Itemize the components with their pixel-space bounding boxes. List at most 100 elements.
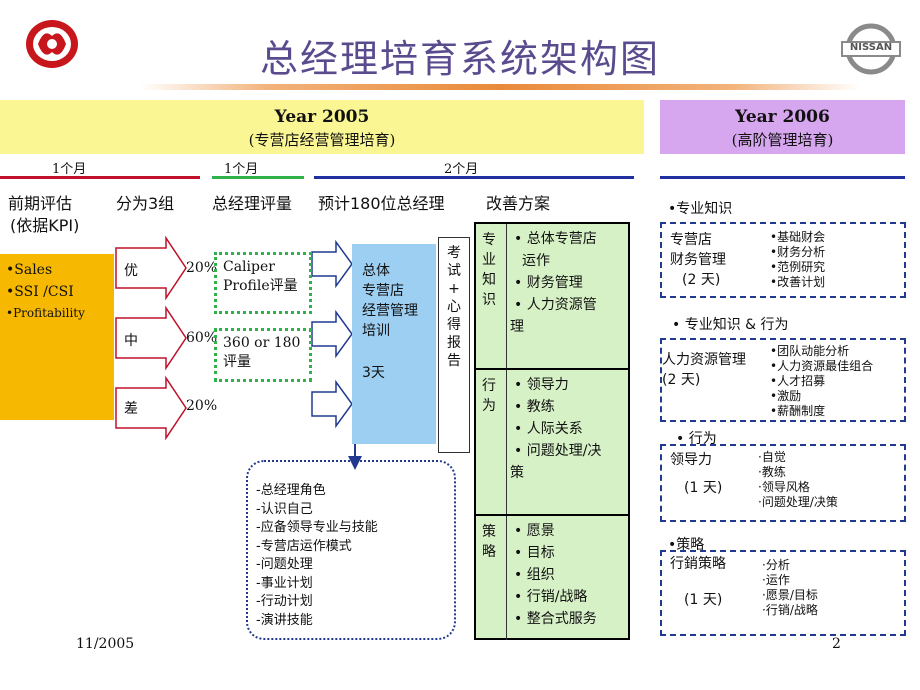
improve-knowledge-item-2: 运作 [522, 253, 550, 269]
improve-knowledge-label-3: 知 [482, 272, 496, 288]
improve-behavior-label-2: 为 [482, 398, 496, 414]
eval-360-line-1: 360 or 180 [223, 335, 301, 351]
training-line-2: 专营店 [362, 283, 404, 299]
improve-strategy-label-1: 策 [482, 524, 496, 540]
r2-item-4: •激励 [770, 389, 802, 403]
r3-item-1: ·自觉 [758, 450, 786, 464]
r1-box: 专营店 财务管理 (2 天) •基础财会 •财务分析 •范例研究 •改善计划 [660, 222, 906, 298]
r4-title: •策略 [668, 537, 705, 553]
improve-behavior-item-2: • 教练 [514, 399, 555, 415]
r3-line-1: 领导力 [670, 452, 712, 468]
kpi-sales: •Sales [6, 262, 53, 278]
training-days: 3天 [362, 365, 385, 381]
group-good-pct: 20% [186, 260, 218, 276]
year-2006-title: Year 2006 [735, 107, 830, 127]
r1-line-1: 专营店 [670, 232, 712, 248]
improve-knowledge-item-4: • 人力资源管 [514, 297, 597, 313]
improvement-box: 专 业 知 识 • 总体专营店 运作 • 财务管理 • 人力资源管 理 行 为 … [474, 222, 630, 640]
r3-item-2: ·教练 [758, 465, 786, 479]
timeline-bar-3 [314, 176, 634, 179]
r1-item-4: •改善计划 [770, 275, 826, 289]
role-item-4: -专营店运作模式 [256, 538, 352, 554]
r4-days: (1 天) [684, 592, 723, 608]
caliper-line-2: Profile评量 [223, 278, 298, 294]
eval-360-line-2: 评量 [223, 354, 251, 370]
dongfeng-logo [24, 18, 80, 70]
exam-char-6: 报 [447, 335, 461, 351]
group-poor-pct: 20% [186, 398, 218, 414]
timeline-bar-1 [0, 176, 200, 179]
exam-char-3: + [448, 281, 460, 297]
r2-title: • 专业知识 & 行为 [672, 317, 789, 333]
r2-item-5: •薪酬制度 [770, 404, 826, 418]
year-2006-banner: Year 2006 (高阶管理培育) [660, 100, 905, 154]
role-item-2: -认识自己 [256, 501, 313, 517]
r1-item-1: •基础财会 [770, 230, 826, 244]
caliper-box: Caliper Profile评量 [214, 252, 312, 314]
role-item-7: -行动计划 [256, 594, 313, 609]
year-2005-subtitle: (专营店经营管理培育) [248, 131, 396, 149]
column-assessment: 前期评估 [8, 194, 73, 213]
year-2005-banner: Year 2005 (专营店经营管理培育) [0, 100, 644, 154]
r1-title: •专业知识 [668, 201, 733, 217]
role-item-6: -事业计划 [256, 575, 313, 591]
r2-line-1: 人力资源管理 [662, 352, 746, 368]
column-evaluation: 总经理评量 [212, 194, 293, 213]
caliper-line-1: Caliper [223, 259, 275, 275]
improve-strategy-item-2: • 目标 [514, 545, 555, 561]
exam-char-1: 考 [447, 245, 461, 261]
improve-knowledge-item-3: • 财务管理 [514, 275, 583, 291]
r3-title: • 行为 [676, 431, 717, 447]
improve-knowledge-section: 专 业 知 识 • 总体专营店 运作 • 财务管理 • 人力资源管 理 [476, 224, 628, 368]
r1-item-3: •范例研究 [770, 260, 826, 274]
column-managers: 预计180位总经理 [318, 194, 445, 213]
training-line-3: 经营管理 [362, 303, 418, 319]
nissan-logo: NISSAN [840, 22, 902, 76]
improve-strategy-item-5: • 整合式服务 [514, 611, 597, 627]
exam-char-5: 得 [447, 317, 461, 333]
role-item-5: -问题处理 [256, 557, 313, 572]
column-improvement: 改善方案 [486, 194, 551, 213]
r4-line-1: 行銷策略 [670, 556, 726, 572]
footer-date: 11/2005 [76, 636, 135, 652]
page-title: 总经理培育系统架构图 [259, 37, 660, 81]
improve-behavior-item-3: • 人际关系 [514, 421, 583, 437]
kpi-box: •Sales •SSI /CSI •Profitability [0, 254, 114, 420]
r4-item-1: ·分析 [762, 558, 790, 572]
r3-box: 领导力 (1 天) ·自觉 ·教练 ·领导风格 ·问题处理/决策 [660, 444, 906, 522]
role-item-1: -总经理角色 [256, 483, 326, 498]
r1-line-2: 财务管理 [670, 252, 726, 268]
r1-item-2: •财务分析 [770, 245, 826, 259]
improve-behavior-item-5: 策 [510, 465, 524, 481]
r3-item-4: ·问题处理/决策 [758, 495, 838, 509]
role-box: -总经理角色 -认识自己 -应备领导专业与技能 -专营店运作模式 -问题处理 -… [246, 460, 456, 640]
nissan-logo-text: NISSAN [849, 42, 893, 53]
improve-behavior-section: 行 为 • 领导力 • 教练 • 人际关系 • 问题处理/决 策 [476, 368, 628, 516]
eval-360-box: 360 or 180 评量 [214, 328, 312, 382]
month-label-3: 2个月 [444, 162, 479, 177]
timeline-bar-2 [212, 176, 304, 179]
improve-strategy-item-4: • 行销/战略 [514, 589, 588, 605]
exam-char-7: 告 [447, 353, 461, 369]
month-label-1: 1个月 [52, 162, 87, 177]
improve-knowledge-label-1: 专 [482, 232, 496, 248]
page-number: 2 [832, 636, 841, 652]
r4-item-2: ·运作 [762, 573, 790, 587]
r2-box: 人力资源管理 (2 天) •团队动能分析 •人力资源最佳组合 •人才招募 •激励… [660, 338, 906, 422]
r4-item-4: ·行销/战略 [762, 603, 818, 617]
group-poor: 差 [124, 401, 138, 417]
timeline-bar-4 [660, 176, 905, 179]
r2-item-2: •人力资源最佳组合 [770, 359, 874, 373]
r4-box: 行銷策略 (1 天) ·分析 ·运作 ·愿景/目标 ·行销/战略 [660, 550, 906, 636]
exam-char-4: 心 [447, 299, 461, 315]
r2-days: (2 天) [662, 372, 701, 388]
improve-knowledge-label-4: 识 [482, 292, 496, 308]
r4-item-3: ·愿景/目标 [762, 588, 818, 602]
group-medium: 中 [124, 333, 138, 349]
month-label-2: 1个月 [224, 162, 259, 177]
role-item-8: -演讲技能 [256, 612, 313, 628]
r3-days: (1 天) [684, 480, 723, 496]
column-grouping: 分为3组 [116, 194, 175, 213]
r2-item-3: •人才招募 [770, 374, 826, 388]
